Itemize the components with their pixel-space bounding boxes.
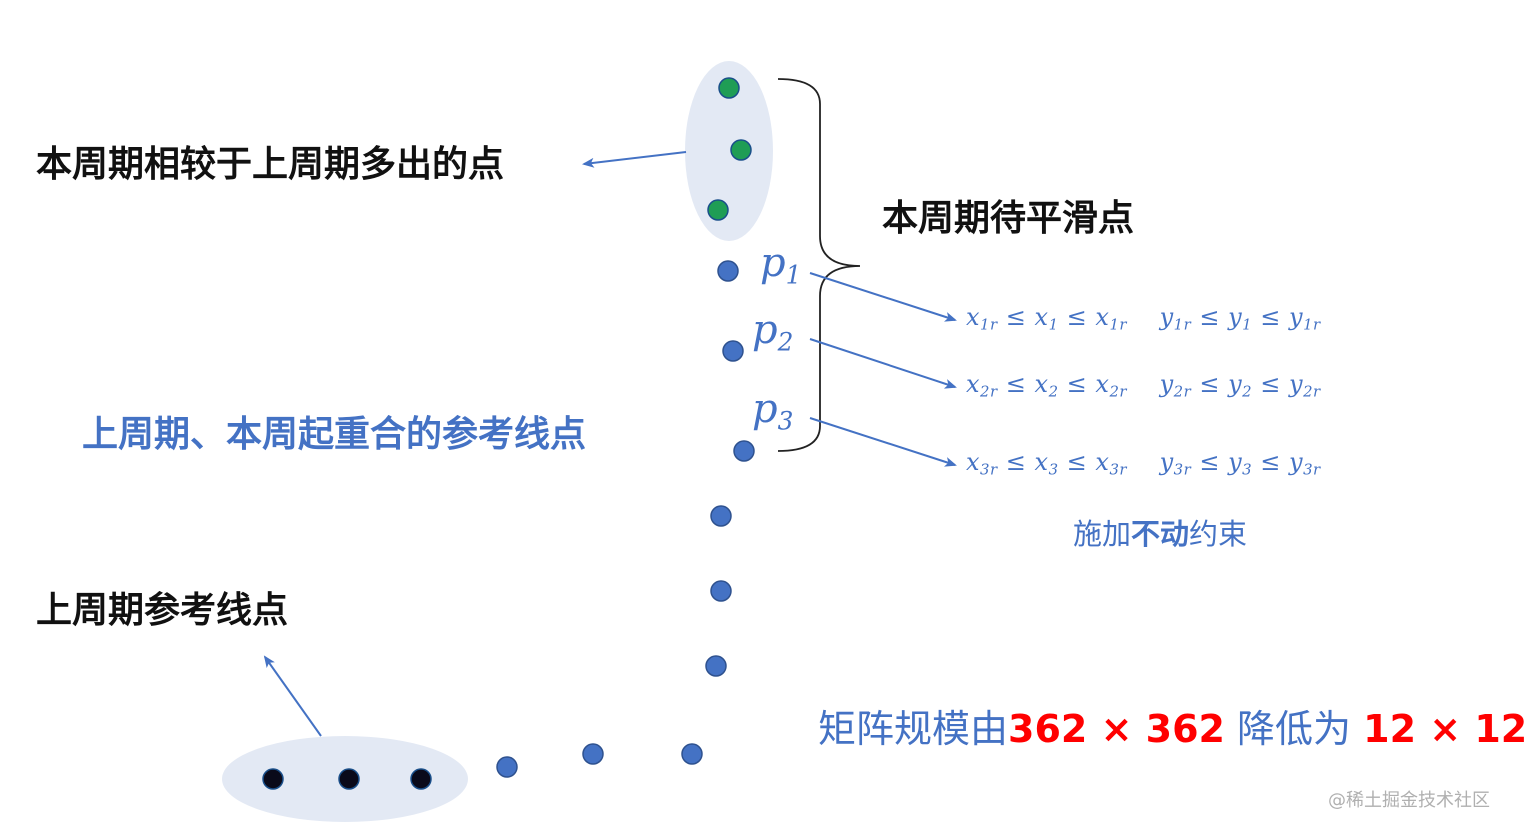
overlap-points-label: 上周期、本周起重合的参考线点 [82, 414, 587, 455]
prev-point [338, 768, 360, 790]
overlap-point [710, 505, 732, 527]
fixed-constraint-note: 施加不动约束 [1073, 517, 1248, 551]
overlap-point [705, 655, 727, 677]
smooth-points-label: 本周期待平滑点 [882, 198, 1135, 239]
extra-point [707, 199, 729, 221]
constraint-p1: x1r ≤ x1 ≤ x1r y1r ≤ y1 ≤ y1r [966, 303, 1321, 334]
prev-points-label: 上周期参考线点 [36, 590, 289, 631]
point-label-p2: p2 [752, 307, 794, 357]
smooth-points-brace [777, 78, 861, 452]
extra-point [730, 139, 752, 161]
prev-point [262, 768, 284, 790]
point-label-p3: p3 [752, 386, 794, 436]
extra-points-arrow [582, 151, 687, 168]
constraint-p2: x2r ≤ x2 ≤ x2r y2r ≤ y2 ≤ y2r [966, 370, 1321, 401]
extra-points-ellipse [685, 61, 773, 241]
extra-point [718, 77, 740, 99]
overlap-point [710, 580, 732, 602]
constraint-p3: x3r ≤ x3 ≤ x3r y3r ≤ y3 ≤ y3r [966, 448, 1321, 479]
extra-points-label: 本周期相较于上周期多出的点 [36, 144, 505, 185]
watermark: @稀土掘金技术社区 [1328, 790, 1490, 811]
matrix-size-note: 矩阵规模由362 × 362 降低为 12 × 12 [818, 707, 1527, 751]
overlap-point [496, 756, 518, 778]
p1-constraint-arrow [809, 272, 957, 322]
p2-constraint-arrow [809, 338, 957, 389]
prev-point [410, 768, 432, 790]
overlap-point [722, 340, 744, 362]
overlap-point [582, 743, 604, 765]
overlap-point [733, 440, 755, 462]
p3-constraint-arrow [809, 417, 957, 467]
overlap-point [681, 743, 703, 765]
prev-points-arrow [263, 655, 322, 737]
point-label-p1: p1 [760, 240, 802, 290]
overlap-point [717, 260, 739, 282]
